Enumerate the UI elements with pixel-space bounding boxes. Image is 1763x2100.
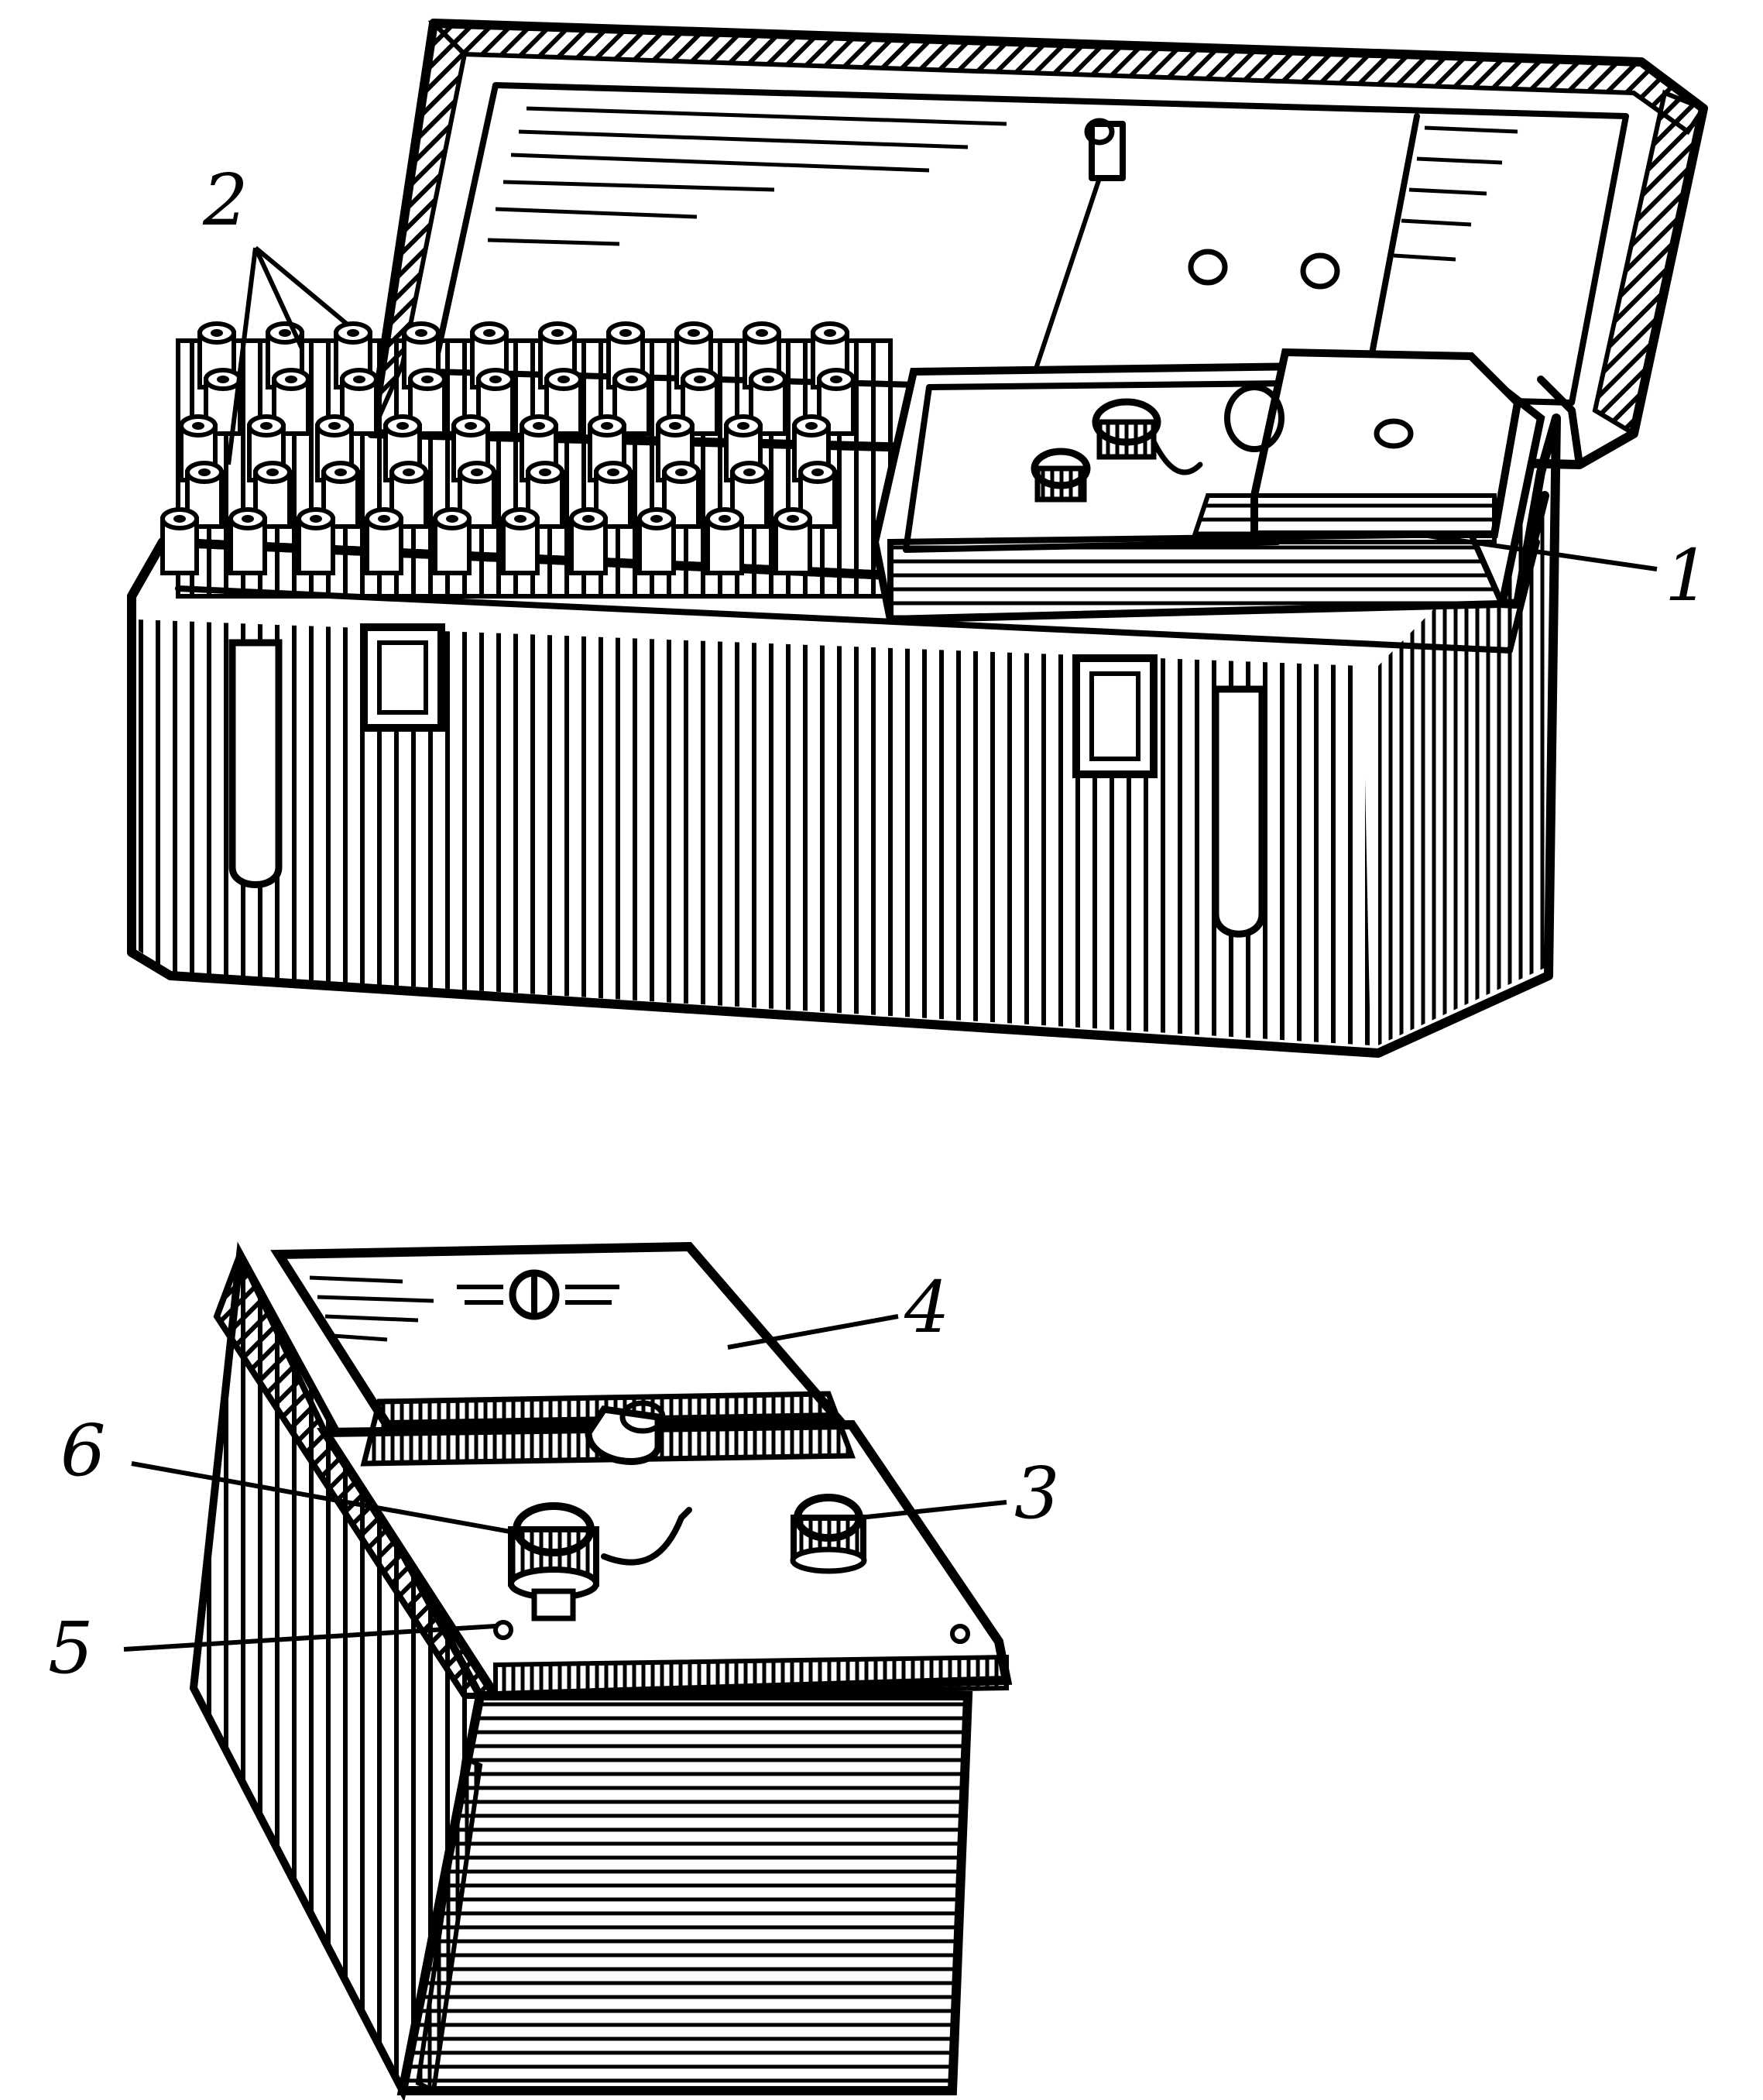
lid-hole bbox=[1188, 249, 1228, 286]
callout-1: 1 bbox=[1665, 534, 1710, 617]
ampoule bbox=[569, 507, 608, 575]
case-strap bbox=[1212, 685, 1266, 938]
ampoule bbox=[228, 507, 267, 575]
ampoule bbox=[433, 507, 472, 575]
lid-shading bbox=[487, 106, 1518, 262]
instrument-in-case bbox=[870, 348, 1545, 624]
callout-5: 5 bbox=[48, 1607, 94, 1690]
ampoule bbox=[297, 507, 335, 575]
ampoule bbox=[798, 461, 837, 529]
ampoule bbox=[365, 507, 403, 575]
ampoule bbox=[501, 507, 540, 575]
lid-clip bbox=[1089, 121, 1126, 181]
ampoule bbox=[160, 507, 199, 575]
ampoule bbox=[340, 368, 379, 436]
instrument-detail bbox=[123, 1241, 1013, 2100]
ampoules bbox=[160, 321, 856, 575]
leader-lines-bottom bbox=[123, 1314, 1007, 1652]
ampoule bbox=[637, 507, 676, 575]
knob-3 bbox=[790, 1494, 867, 1574]
open-case bbox=[127, 18, 1708, 1058]
leader-lines bbox=[226, 245, 1658, 571]
ampoule bbox=[773, 507, 812, 575]
ampoule bbox=[544, 368, 583, 436]
knob-6 bbox=[508, 1502, 599, 1621]
callout-labels: 2 1 4 6 3 5 bbox=[48, 159, 1710, 1690]
case-latch bbox=[1072, 654, 1158, 778]
callout-4: 4 bbox=[904, 1266, 950, 1349]
ampoule-rack bbox=[160, 321, 893, 599]
lid-hole bbox=[1300, 252, 1340, 290]
instrument-knob bbox=[1031, 448, 1091, 503]
callout-6: 6 bbox=[60, 1409, 106, 1492]
terminal-5 bbox=[493, 1620, 513, 1640]
instrument-knob bbox=[1092, 398, 1161, 460]
case-lid bbox=[367, 18, 1708, 469]
callout-2: 2 bbox=[202, 159, 249, 242]
callout-3: 3 bbox=[1014, 1452, 1060, 1535]
case-strap bbox=[228, 639, 283, 888]
ampoule bbox=[705, 507, 744, 575]
